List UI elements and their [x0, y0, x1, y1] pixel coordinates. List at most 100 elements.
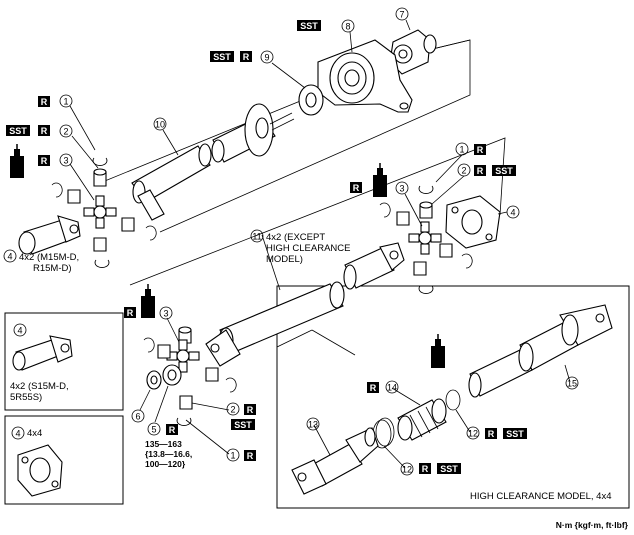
uj-parts-middle — [143, 326, 237, 426]
svg-text:SST: SST — [495, 166, 513, 176]
badge-r-1-top-left: R — [38, 96, 50, 107]
svg-text:R: R — [353, 183, 360, 193]
callout-number: 5 — [151, 425, 156, 435]
callout-number: 10 — [155, 120, 165, 130]
label-high-clearance-box: HIGH CLEARANCE MODEL, 4x4 — [470, 491, 611, 502]
label-4x2-s15m-line1: 4x2 (S15M-D, — [10, 381, 69, 392]
badge-r-12-upper: R — [485, 428, 497, 439]
callout-number: 1 — [63, 97, 68, 107]
badge-sst-2-middle: SST — [231, 419, 255, 430]
callout-number: 8 — [345, 22, 350, 32]
callout-number: 14 — [387, 383, 397, 393]
label-except-line3: MODEL) — [266, 254, 303, 265]
badge-sst-9: SST — [210, 51, 234, 62]
flange-yoke-part-4-rear — [445, 195, 501, 249]
callout-4-right: 4 — [506, 205, 520, 219]
svg-text:R: R — [247, 405, 254, 415]
badge-r-2-right: R — [474, 165, 486, 176]
callout-number: 12 — [402, 465, 412, 475]
callout-1-middle: 1 — [226, 448, 240, 462]
label-4x2-m15m-line1: 4x2 (M15M-D, — [19, 252, 79, 263]
grease-tube-front — [10, 144, 24, 178]
rear-driveshaft-part-11 — [205, 242, 405, 367]
badge-sst-8: SST — [297, 20, 321, 31]
svg-text:SST: SST — [300, 21, 318, 31]
badge-r-9: R — [240, 51, 252, 62]
label-4x4: 4x4 — [27, 428, 42, 439]
uj-parts-rear — [379, 185, 473, 294]
badge-r-5: R — [166, 424, 178, 435]
svg-text:R: R — [41, 156, 48, 166]
svg-text:R: R — [243, 52, 250, 62]
flange-yoke-part-7 — [389, 29, 437, 75]
callout-number: 15 — [567, 379, 577, 389]
variant-box-4x2-s15m — [4, 312, 124, 411]
front-driveshaft-part-10 — [131, 103, 295, 221]
callout-number: 4 — [7, 252, 12, 262]
center-bearing-part-8 — [317, 39, 413, 113]
svg-text:SST: SST — [9, 126, 27, 136]
svg-text:SST: SST — [506, 429, 524, 439]
callout-6: 6 — [131, 409, 145, 423]
callout-11: 11 — [250, 229, 264, 243]
callout-9: 9 — [260, 50, 274, 64]
svg-text:R: R — [477, 166, 484, 176]
bearing-cap-part-2-front — [93, 168, 107, 187]
callout-number: 4 — [15, 429, 20, 439]
badge-r-12-lower: R — [419, 463, 431, 474]
svg-text:SST: SST — [213, 52, 231, 62]
svg-text:SST: SST — [234, 420, 252, 430]
svg-text:R: R — [370, 383, 377, 393]
leader-lines — [69, 19, 571, 469]
svg-text:R: R — [247, 451, 254, 461]
callout-number: 6 — [135, 412, 140, 422]
callout-number: 2 — [230, 405, 235, 415]
high-clearance-box — [276, 285, 630, 509]
badge-r-1-right: R — [474, 144, 486, 155]
callout-number: 13 — [308, 420, 318, 430]
badge-sst-2-right: SST — [492, 165, 516, 176]
callout-8: 8 — [341, 19, 355, 33]
snap-ring-part-1-front — [92, 157, 108, 166]
callout-10: 10 — [153, 117, 167, 131]
callout-4-m15m: 4 — [3, 249, 17, 263]
svg-text:SST: SST — [440, 464, 458, 474]
callout-2-right: 2 — [457, 163, 471, 177]
callout-4-4x4: 4 — [11, 426, 25, 440]
grease-tube-high-clearance — [431, 334, 445, 368]
nut-part-5 — [162, 364, 182, 386]
snap-ring-part-12-upper — [445, 389, 461, 411]
svg-text:R: R — [169, 425, 176, 435]
callout-number: 9 — [264, 53, 269, 63]
torque-spec-line3: 100—120} — [145, 459, 186, 469]
svg-text:R: R — [41, 126, 48, 136]
driveshaft-part-15 — [468, 304, 613, 398]
callout-number: 4 — [510, 208, 515, 218]
badge-sst-12-lower: SST — [437, 463, 461, 474]
callout-1-right: 1 — [455, 142, 469, 156]
units-legend: N·m {kgf·m, ft·lbf} — [556, 520, 629, 530]
callout-number: 1 — [230, 451, 235, 461]
yoke-part-4-m15m — [18, 215, 81, 255]
slip-yoke-part-13 — [291, 427, 379, 495]
middle-grouping-outline — [129, 137, 506, 286]
torque-spec-line2: {13.8—16.6, — [145, 449, 192, 459]
callout-number: 7 — [399, 10, 404, 20]
torque-spec-line1: 135—163 — [145, 439, 182, 449]
badge-sst-12-upper: SST — [503, 428, 527, 439]
callout-14: 14 — [385, 380, 399, 394]
svg-text:R: R — [41, 97, 48, 107]
callout-5: 5 — [147, 422, 161, 436]
callout-2-middle: 2 — [226, 402, 240, 416]
callout-number: 11 — [252, 232, 261, 242]
flange-part-4-4x4 — [17, 444, 63, 497]
badge-r-3-right: R — [350, 182, 362, 193]
callout-number: 4 — [17, 326, 22, 336]
callout-number: 12 — [468, 429, 478, 439]
spider-part-3-front — [83, 195, 117, 229]
badge-r-1-middle: R — [244, 450, 256, 461]
yoke-part-4-s15m — [12, 335, 73, 371]
callout-13: 13 — [306, 417, 320, 431]
